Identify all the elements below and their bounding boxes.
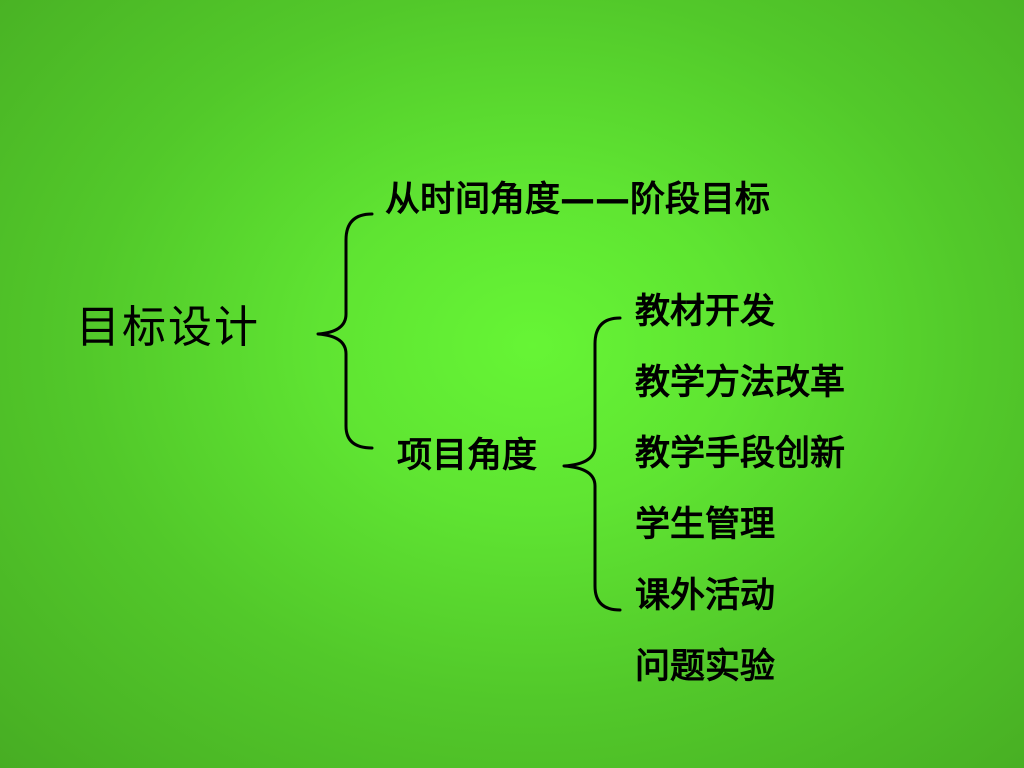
leaf-item: 课外活动	[635, 576, 776, 616]
leaf-item: 教学手段创新	[635, 434, 846, 474]
leaf-item: 学生管理	[635, 505, 776, 545]
leaf-item: 问题实验	[635, 647, 776, 687]
leaf-item: 教学方法改革	[635, 363, 846, 403]
branch-time-perspective: 从时间角度——阶段目标	[385, 180, 771, 220]
branch-project-perspective: 项目角度	[397, 436, 538, 476]
leaf-item: 教材开发	[635, 292, 776, 332]
root-node: 目标设计	[76, 302, 260, 353]
root-brace	[316, 212, 374, 450]
project-brace	[562, 316, 622, 612]
